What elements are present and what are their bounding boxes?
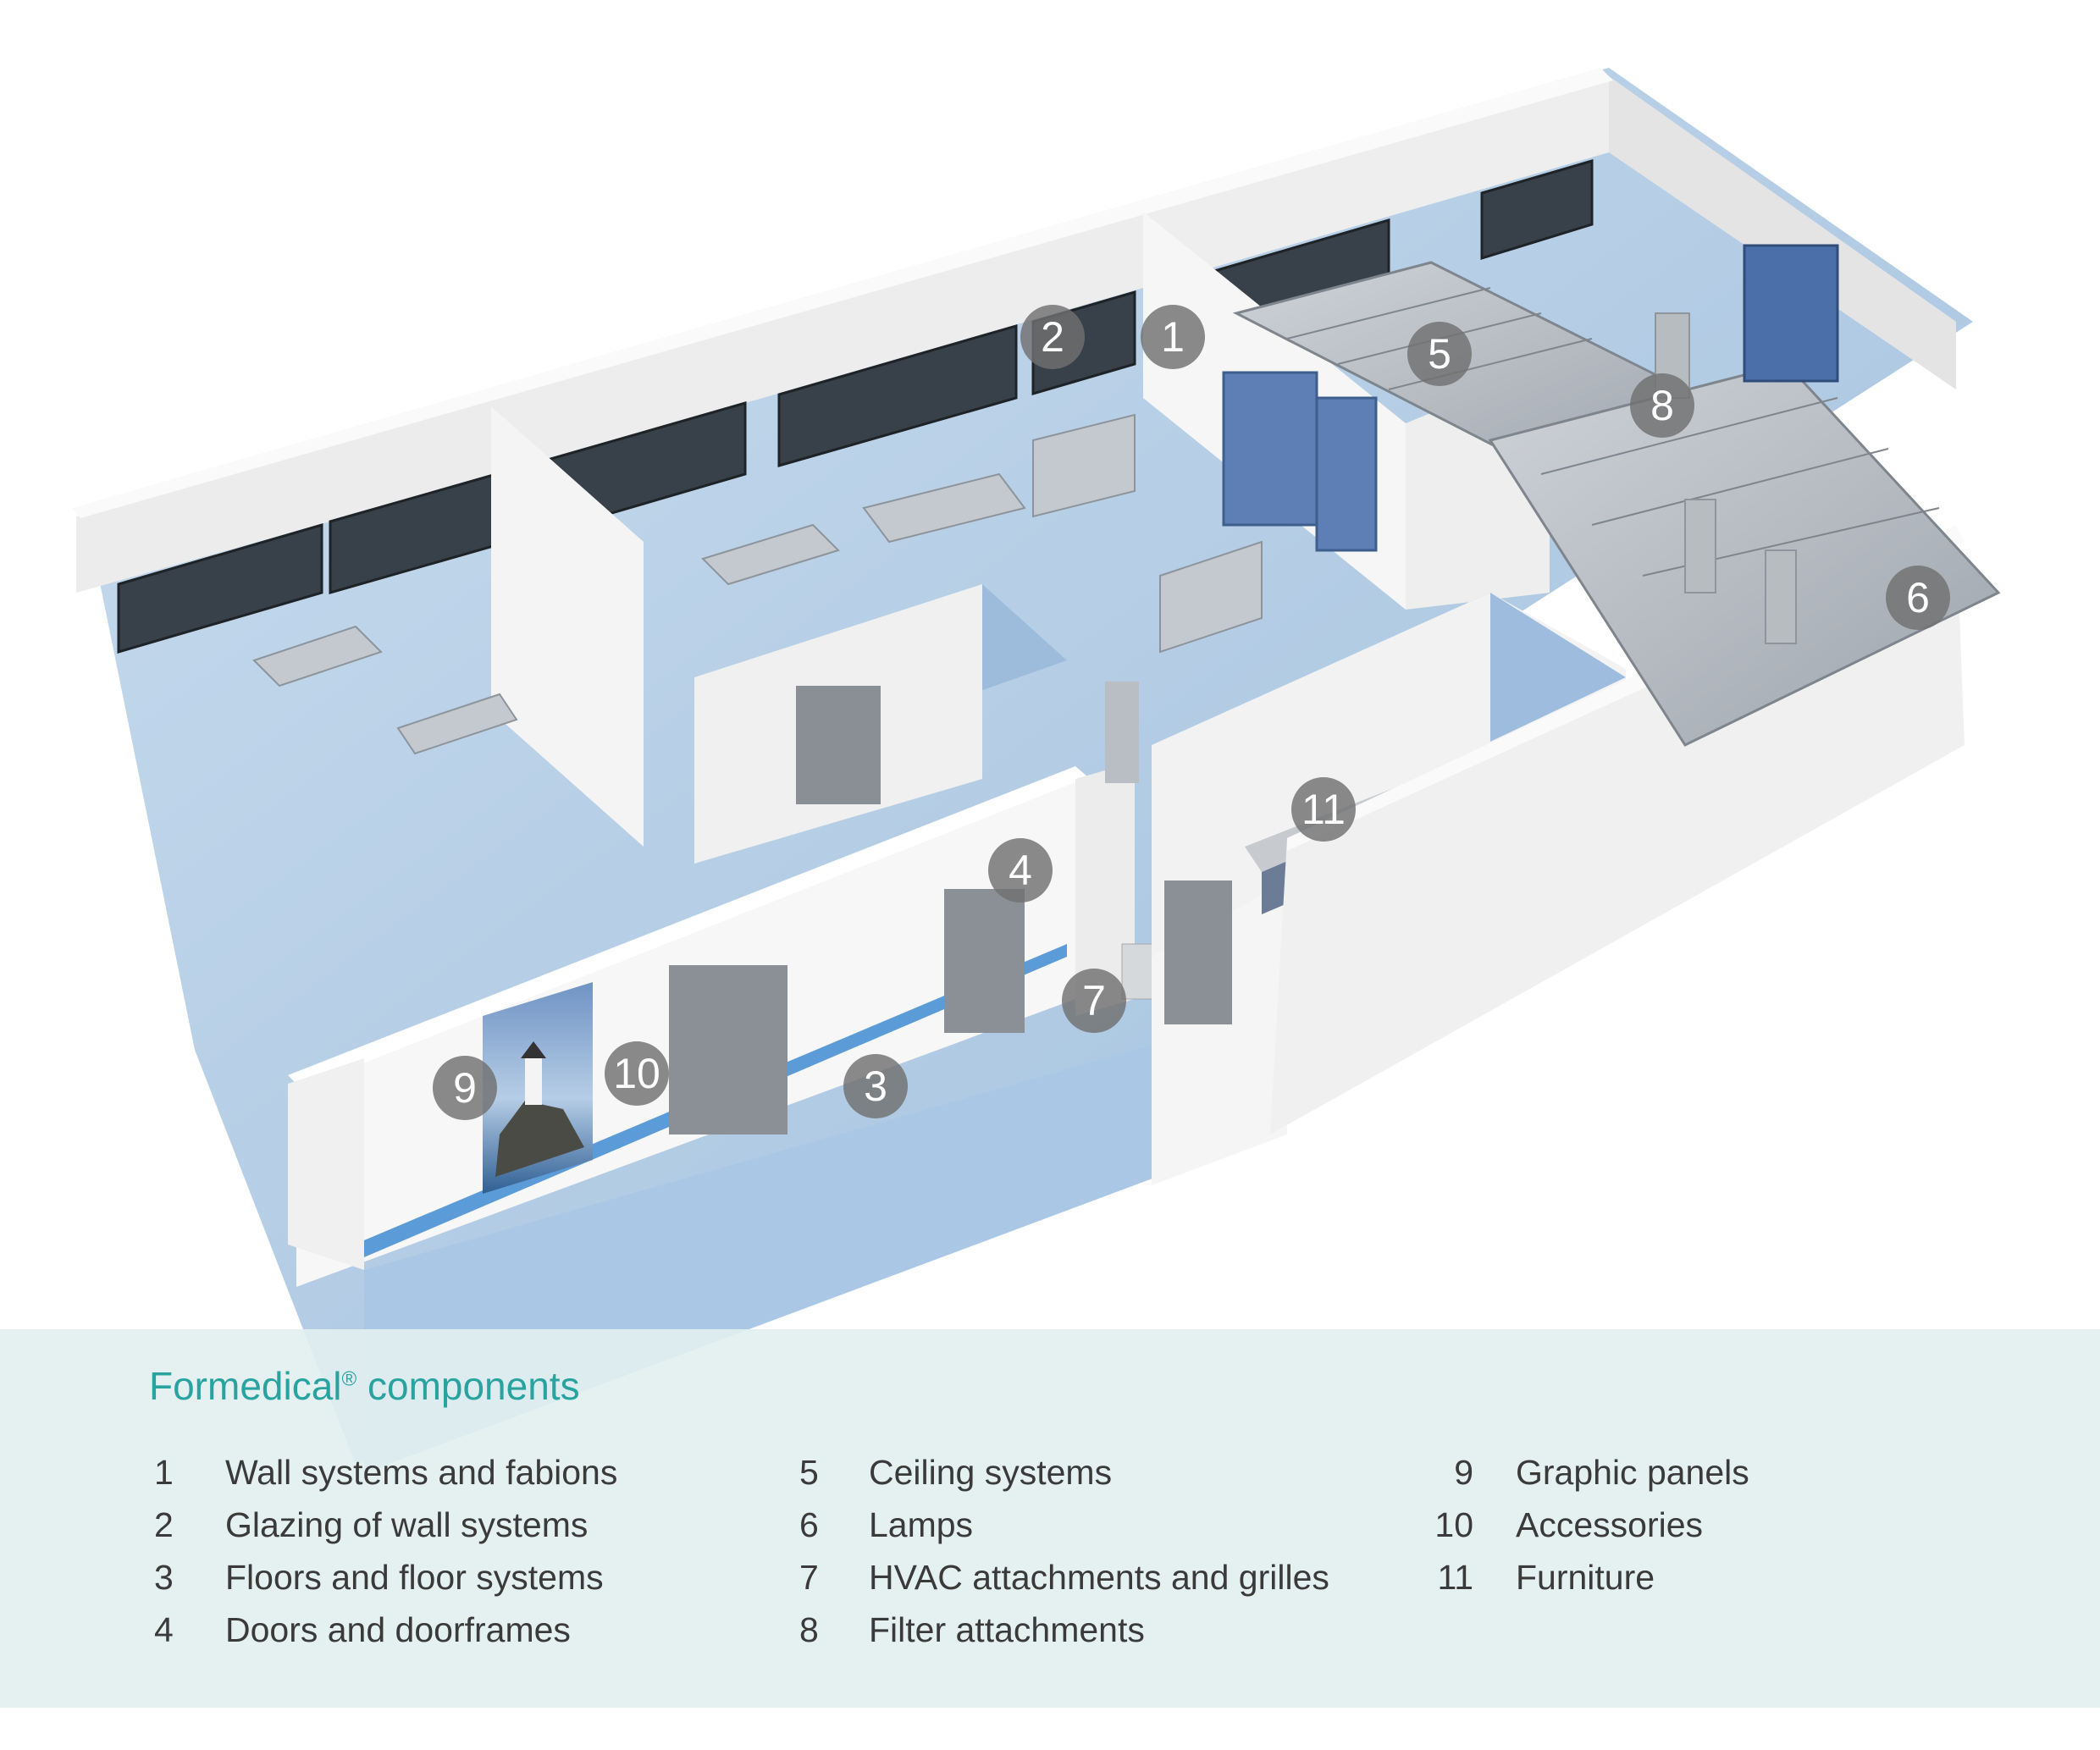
marker-1: 1 (1141, 305, 1205, 369)
right-room-door (1164, 881, 1232, 1024)
marker-6: 6 (1886, 566, 1950, 630)
legend-title: Formedical® components (149, 1364, 580, 1408)
marker-9: 9 (433, 1056, 497, 1120)
front-door-1 (669, 965, 788, 1134)
marker-5: 5 (1407, 322, 1472, 386)
ceiling-grid-upper (1232, 261, 2001, 747)
marker-8: 8 (1630, 373, 1694, 438)
legend-panel (0, 1329, 2100, 1708)
marker-3: 3 (843, 1054, 908, 1118)
hvac-grille (1121, 943, 1157, 1000)
marker-7: 7 (1062, 969, 1126, 1033)
right-room-back-wall (1152, 593, 1490, 957)
small-room-door (796, 686, 881, 804)
interior-wall-a (491, 406, 644, 847)
right-outer-wall (1609, 76, 1956, 389)
lab-furniture (252, 413, 1263, 755)
left-front-wall (288, 1058, 364, 1270)
marker-11: 11 (1291, 777, 1356, 842)
front-wall-top (288, 766, 1088, 1088)
graphic-panel-lighthouse (483, 982, 593, 1194)
marker-2: 2 (1020, 305, 1085, 369)
back-wall-right (1143, 76, 1609, 288)
marker-4: 4 (988, 838, 1053, 903)
back-wall-left (76, 398, 500, 593)
double-door-2 (1315, 396, 1378, 552)
storage-cabinet (1743, 244, 1839, 383)
back-wall-mid (500, 212, 1143, 474)
wall-top-edge (72, 68, 1613, 518)
double-door (1222, 371, 1318, 527)
marker-10: 10 (605, 1041, 669, 1106)
hvac-column (1075, 762, 1135, 1016)
hvac-duct-front (1105, 682, 1139, 783)
front-door-2 (944, 889, 1025, 1033)
